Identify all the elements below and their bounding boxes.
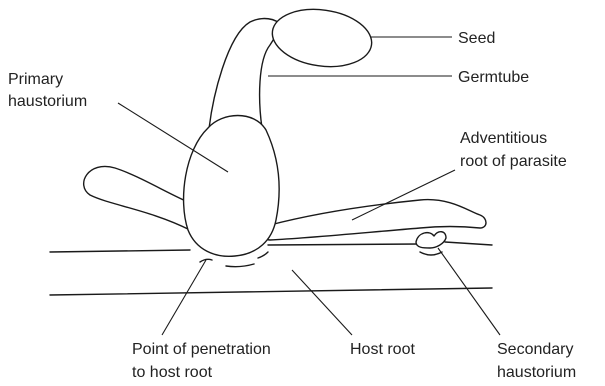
- host-root-label: Host root: [350, 341, 415, 358]
- primary-haustorium-label-line1: Primary: [8, 71, 63, 88]
- secondary-haustorium-label-line2: haustorium: [497, 364, 576, 381]
- host-root: [50, 242, 492, 295]
- secondary-haustorium-contact: [420, 252, 442, 255]
- adventitious-label-line1: Adventitious: [460, 130, 547, 147]
- secondary-haustorium-leader: [438, 248, 500, 335]
- penetration-label-line1: Point of penetration: [132, 341, 271, 358]
- secondary-haustorium-label-line1: Secondary: [497, 341, 574, 358]
- penetration-label-line2: to host root: [132, 364, 213, 381]
- penetration-leader: [162, 260, 206, 335]
- adventitious-root: [84, 166, 486, 240]
- secondary-haustorium: [416, 232, 446, 248]
- adventitious-label-line2: root of parasite: [460, 153, 567, 170]
- host-root-leader: [292, 270, 352, 335]
- host-root-lower-edge: [50, 288, 492, 295]
- germtube-label: Germtube: [458, 69, 529, 86]
- primary-haustorium: [184, 116, 280, 257]
- primary-haustorium-label-line2: haustorium: [8, 93, 87, 110]
- seed: [269, 3, 376, 72]
- seed-label: Seed: [458, 30, 495, 47]
